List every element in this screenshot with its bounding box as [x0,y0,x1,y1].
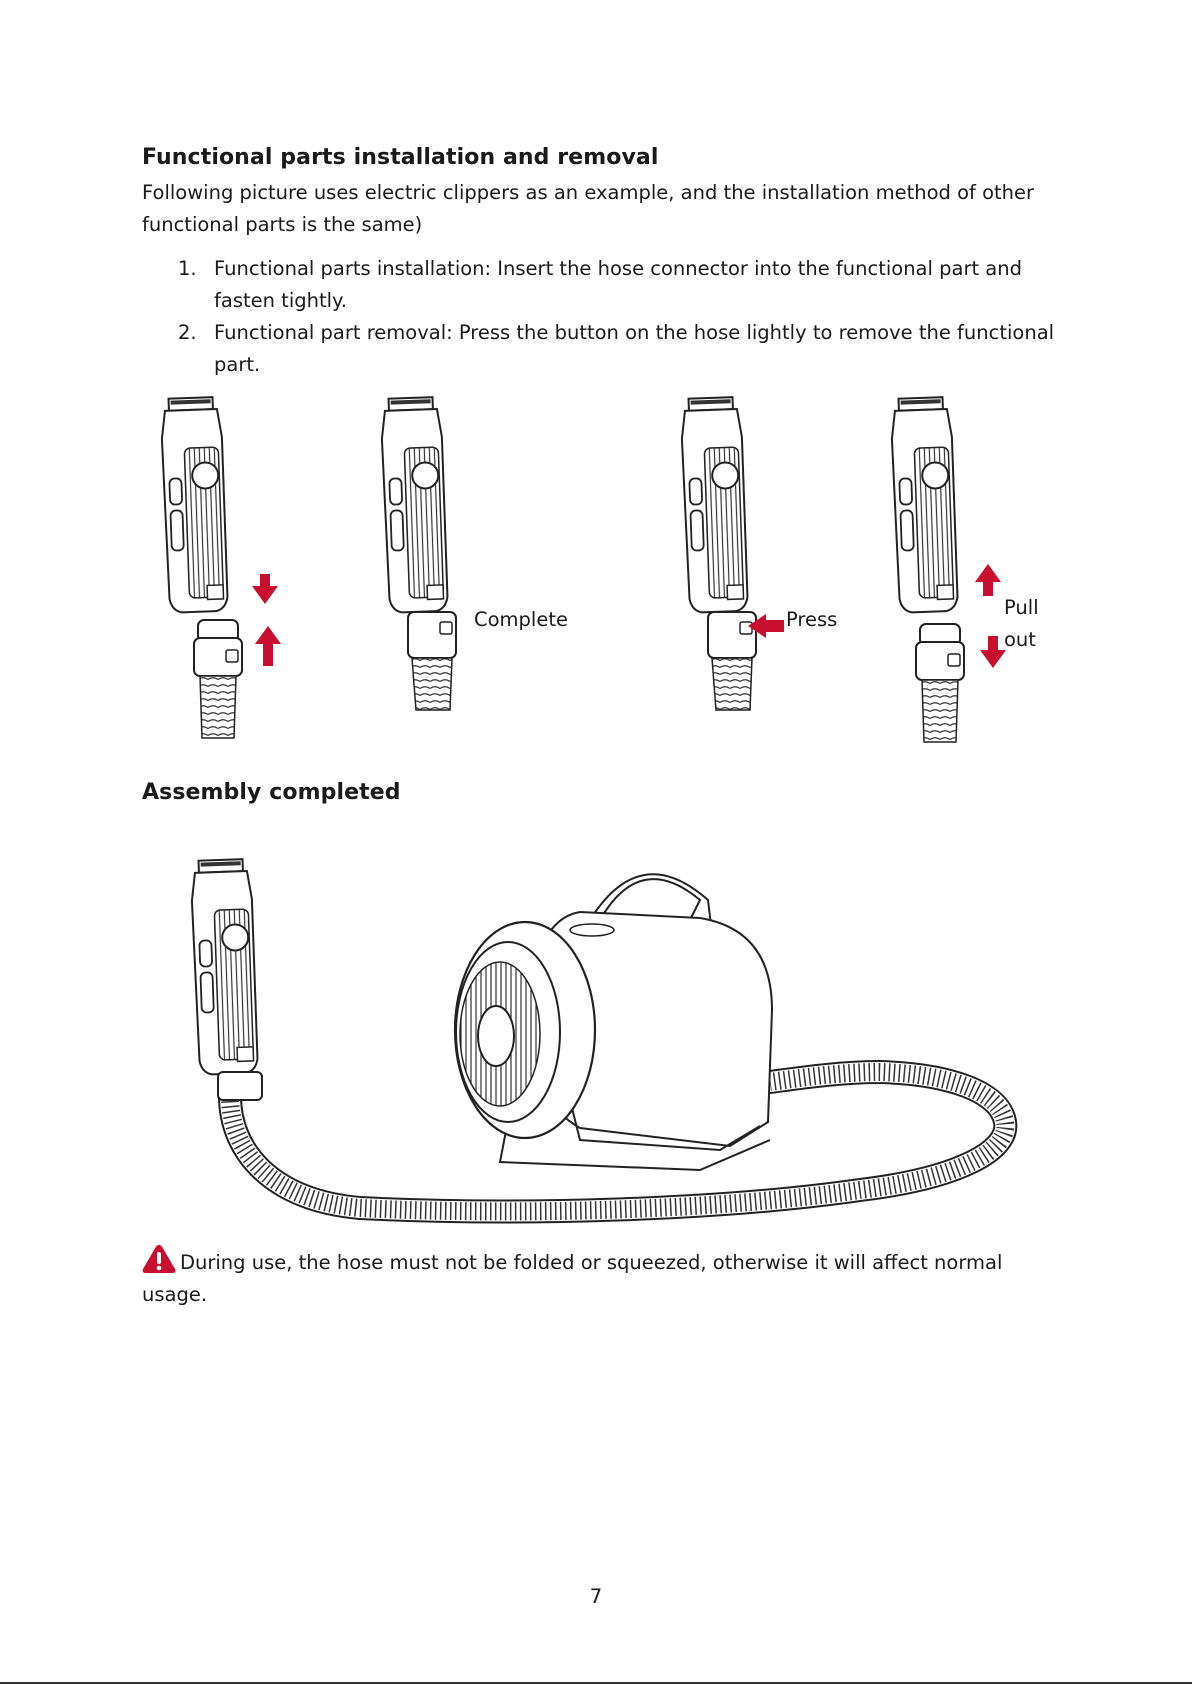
dryer-unit [455,874,772,1170]
step-text: Functional part removal: Press the butto… [214,321,1054,376]
page-number: 7 [0,1585,1192,1608]
steps-list: 1. Functional parts installation: Insert … [142,253,1062,381]
section-title-installation: Functional parts installation and remova… [142,145,659,170]
step-text: Functional parts installation: Insert th… [214,257,1022,312]
press-figure [680,398,790,718]
bottom-rule [0,1682,1192,1684]
label-pull: Pull [1004,592,1039,624]
assembly-figure [160,860,1020,1220]
arrow-up-icon [255,626,281,666]
label-press: Press [786,604,837,636]
arrow-down-icon [980,636,1006,668]
warning-note: During use, the hose must not be folded … [142,1244,1062,1311]
intro-paragraph: Following picture uses electric clippers… [142,177,1062,241]
step-item: 1. Functional parts installation: Insert … [142,253,1062,317]
pull-out-figure [890,398,1040,754]
label-complete: Complete [474,604,568,636]
step-number: 2. [178,317,197,349]
warning-triangle-icon [142,1244,176,1274]
section-title-assembly: Assembly completed [142,780,401,805]
step-item: 2. Functional part removal: Press the but… [142,317,1062,381]
arrow-up-icon [975,564,1001,596]
complete-figure [380,398,480,718]
label-out: out [1004,624,1036,656]
installation-figure [160,398,310,754]
arrow-down-icon [252,574,278,604]
warning-text: During use, the hose must not be folded … [142,1251,1002,1306]
step-number: 1. [178,253,197,285]
